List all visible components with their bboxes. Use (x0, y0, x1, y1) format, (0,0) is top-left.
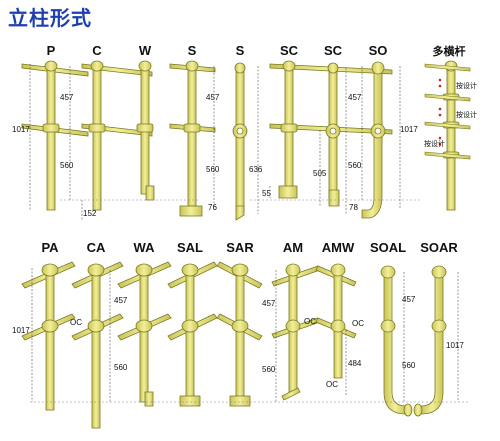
label-wa: WA (134, 240, 156, 255)
label-p: P (47, 43, 56, 58)
dim-bot-upper-ca: 457 (114, 296, 128, 305)
dim-bot-lower-ca: 560 (114, 363, 128, 372)
multi-note-2: 按设计 (456, 110, 477, 119)
post-soal (383, 271, 407, 415)
label-multi-rail: 多横杆 (433, 44, 466, 58)
post-p-joint (42, 123, 60, 133)
post-ca (91, 269, 101, 429)
post-sc1-base (278, 185, 298, 199)
dim-top-55: 55 (262, 189, 271, 198)
dim-top-78: 78 (349, 203, 358, 212)
dim-top-upper-p: 457 (60, 93, 74, 102)
dim-bot-upper-soal: 457 (402, 295, 416, 304)
label-so: SO (369, 43, 388, 58)
post-sar (235, 269, 245, 399)
label-w: W (139, 43, 152, 58)
label-soar: SOAR (420, 240, 458, 255)
dim-bot-oc-amw: OC (352, 319, 364, 328)
post-s1 (187, 63, 197, 207)
dim-top-lower-so: 560 (348, 161, 362, 170)
label-ca: CA (87, 240, 106, 255)
post-so (361, 69, 383, 219)
dim-top-upper-so: 457 (348, 93, 362, 102)
dim-top-upper-s: 457 (206, 93, 220, 102)
post-sal (185, 269, 195, 399)
dim-bot-oc-am: OC (304, 317, 316, 326)
post-p-top (44, 60, 58, 72)
label-soal: SOAL (370, 240, 406, 255)
dim-bot-lower-am: 560 (262, 365, 276, 374)
label-amw: AMW (322, 240, 355, 255)
post-s2 (235, 69, 245, 211)
post-s1-base (179, 205, 203, 217)
dim-bot-total-left: 1017 (12, 326, 30, 335)
post-pa (45, 269, 55, 411)
label-s1: S (188, 43, 197, 58)
post-soar (420, 271, 444, 415)
dim-bot-upper-am: 457 (262, 299, 276, 308)
page-title: 立柱形式 (8, 6, 92, 30)
dim-bot-oc-base: OC (326, 380, 338, 389)
multi-note-3: 按设计 (424, 139, 445, 148)
label-c: C (92, 43, 102, 58)
dim-top-505: 505 (313, 169, 327, 178)
dim-bot-oc-pa: OC (70, 318, 82, 327)
dim-top-total-left: 1017 (12, 125, 30, 134)
post-wa (139, 269, 149, 403)
dim-bot-484: 484 (348, 359, 362, 368)
dim-top-76: 76 (208, 203, 217, 212)
label-sc2: SC (324, 43, 343, 58)
dim-top-636: 636 (249, 165, 263, 174)
label-sar: SAR (226, 240, 254, 255)
dim-top-152: 152 (83, 209, 97, 218)
dim-bot-total-right: 1017 (446, 341, 464, 350)
post-multi (446, 63, 456, 211)
label-pa: PA (41, 240, 59, 255)
post-p (46, 63, 56, 211)
label-sal: SAL (177, 240, 203, 255)
label-am: AM (283, 240, 303, 255)
dim-top-lower-p: 560 (60, 161, 74, 170)
label-sc1: SC (280, 43, 299, 58)
label-s2: S (236, 43, 245, 58)
multi-note-1: 按设计 (456, 81, 477, 90)
dim-top-lower-s: 560 (206, 165, 220, 174)
dim-top-total-right: 1017 (400, 125, 418, 134)
post-c (92, 63, 102, 211)
dim-bot-lower-soal: 560 (402, 361, 416, 370)
